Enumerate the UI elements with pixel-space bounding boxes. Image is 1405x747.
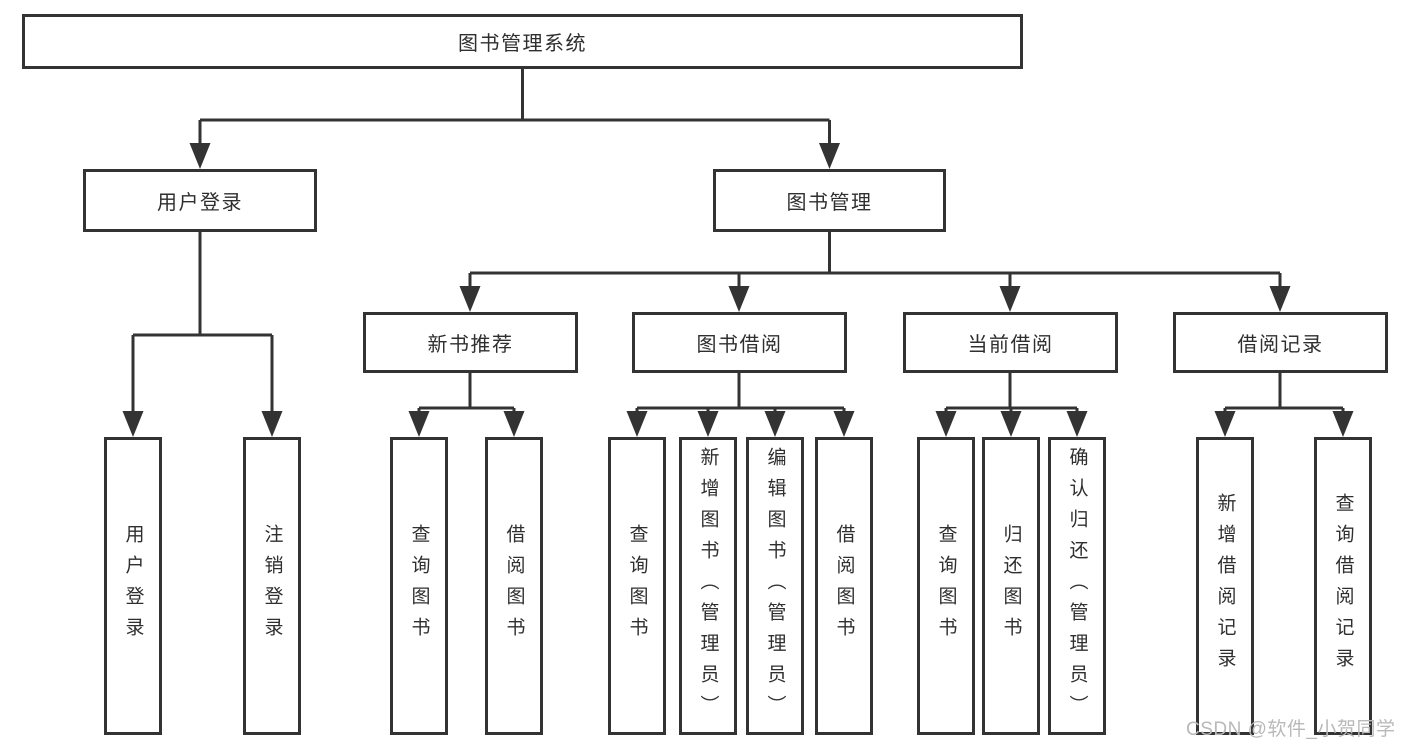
node-leaf-query-books-current: 查询图书 <box>917 437 975 735</box>
node-label: 查询借阅记录 <box>1332 493 1354 679</box>
node-current-borrow: 当前借阅 <box>903 312 1118 373</box>
node-leaf-edit-books-admin: 编辑图书（管理员） <box>746 437 804 735</box>
node-leaf-user-login: 用户登录 <box>104 437 162 735</box>
node-book-management: 图书管理 <box>713 169 946 232</box>
node-label: 用户登录 <box>122 524 144 648</box>
node-library-management-system: 图书管理系统 <box>22 14 1023 69</box>
node-label: 确认归还（管理员） <box>1066 446 1088 726</box>
node-label: 新增借阅记录 <box>1214 493 1236 679</box>
node-label: 图书管理系统 <box>458 33 587 55</box>
node-book-borrow: 图书借阅 <box>632 312 847 373</box>
connector-new-book-recommend-children <box>408 372 525 437</box>
node-label: 查询图书 <box>408 524 430 648</box>
connector-book-borrow-children <box>626 372 855 437</box>
node-leaf-logout: 注销登录 <box>243 437 301 735</box>
node-label: 查询图书 <box>626 524 648 648</box>
node-label: 注销登录 <box>261 524 283 648</box>
node-label: 借阅记录 <box>1237 334 1324 356</box>
node-leaf-query-books-borrow: 查询图书 <box>608 437 666 735</box>
node-label: 借阅图书 <box>503 524 525 648</box>
node-label: 新增图书（管理员） <box>697 446 719 726</box>
node-label: 查询图书 <box>935 524 957 648</box>
connector-current-borrow-children <box>935 372 1088 437</box>
node-label: 图书管理 <box>786 192 873 214</box>
node-label: 归还图书 <box>1000 524 1022 648</box>
node-user-login: 用户登录 <box>83 169 317 232</box>
node-label: 用户登录 <box>157 192 243 214</box>
node-new-book-recommend: 新书推荐 <box>363 312 578 373</box>
connector-root-to-level1 <box>189 68 840 169</box>
node-leaf-add-books-admin: 新增图书（管理员） <box>679 437 737 735</box>
node-borrow-records: 借阅记录 <box>1173 312 1388 373</box>
node-label: 新书推荐 <box>427 334 514 356</box>
node-leaf-query-borrow-record: 查询借阅记录 <box>1314 437 1372 735</box>
node-label: 借阅图书 <box>833 524 855 648</box>
node-leaf-confirm-return-admin: 确认归还（管理员） <box>1048 437 1106 735</box>
node-leaf-return-books: 归还图书 <box>982 437 1040 735</box>
connector-user-login-children <box>122 232 283 437</box>
node-leaf-borrow-books-recommend: 借阅图书 <box>485 437 543 735</box>
node-leaf-add-borrow-record: 新增借阅记录 <box>1196 437 1254 735</box>
node-leaf-borrow-books: 借阅图书 <box>815 437 873 735</box>
node-label: 图书借阅 <box>696 334 783 356</box>
csdn-watermark: CSDN @软件_小贺同学 <box>1186 719 1396 740</box>
connector-book-management-children <box>459 232 1291 312</box>
node-label: 当前借阅 <box>967 334 1054 356</box>
connector-borrow-records-children <box>1214 372 1354 437</box>
node-label: 编辑图书（管理员） <box>764 446 786 726</box>
node-leaf-query-books-recommend: 查询图书 <box>390 437 448 735</box>
